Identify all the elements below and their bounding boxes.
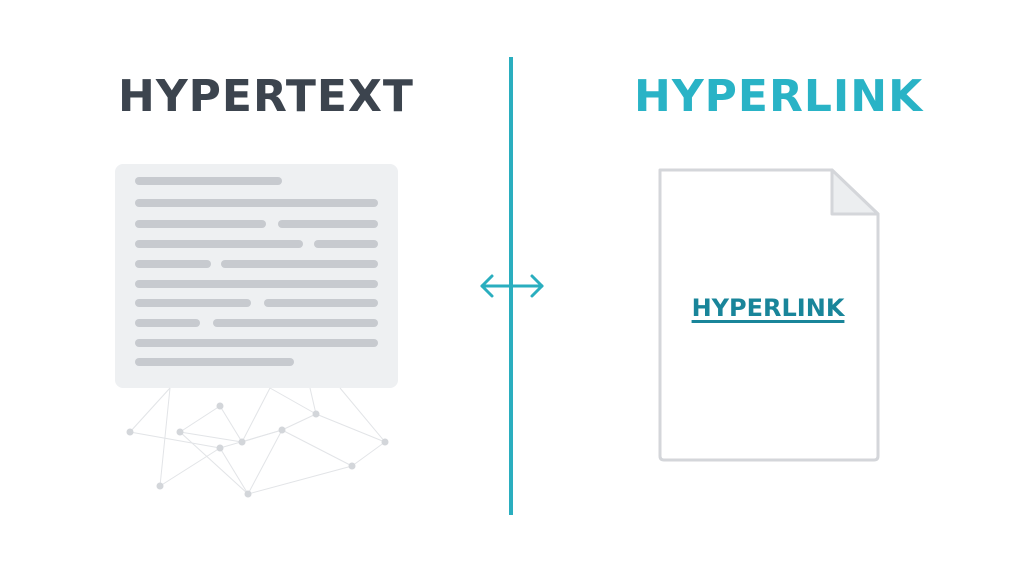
text-line <box>135 299 251 307</box>
document-icon <box>654 164 882 464</box>
text-line <box>135 260 211 268</box>
hypertext-title: HYPERTEXT <box>118 71 414 122</box>
double-headed-arrow-icon <box>478 272 546 300</box>
text-line <box>135 319 200 327</box>
text-line <box>278 220 378 228</box>
text-line <box>264 299 378 307</box>
text-line <box>135 280 378 288</box>
text-line <box>221 260 378 268</box>
text-line <box>135 220 266 228</box>
text-line <box>135 339 378 347</box>
text-line <box>213 319 378 327</box>
text-line <box>135 240 303 248</box>
hypertext-text-block <box>115 164 398 388</box>
hyperlink-title: HYPERLINK <box>634 71 924 122</box>
text-line <box>135 177 282 185</box>
text-line <box>135 358 294 366</box>
link-network-graphic <box>110 384 410 504</box>
text-line <box>314 240 378 248</box>
hyperlink-text[interactable]: HYPERLINK <box>691 294 845 322</box>
text-line <box>135 199 378 207</box>
